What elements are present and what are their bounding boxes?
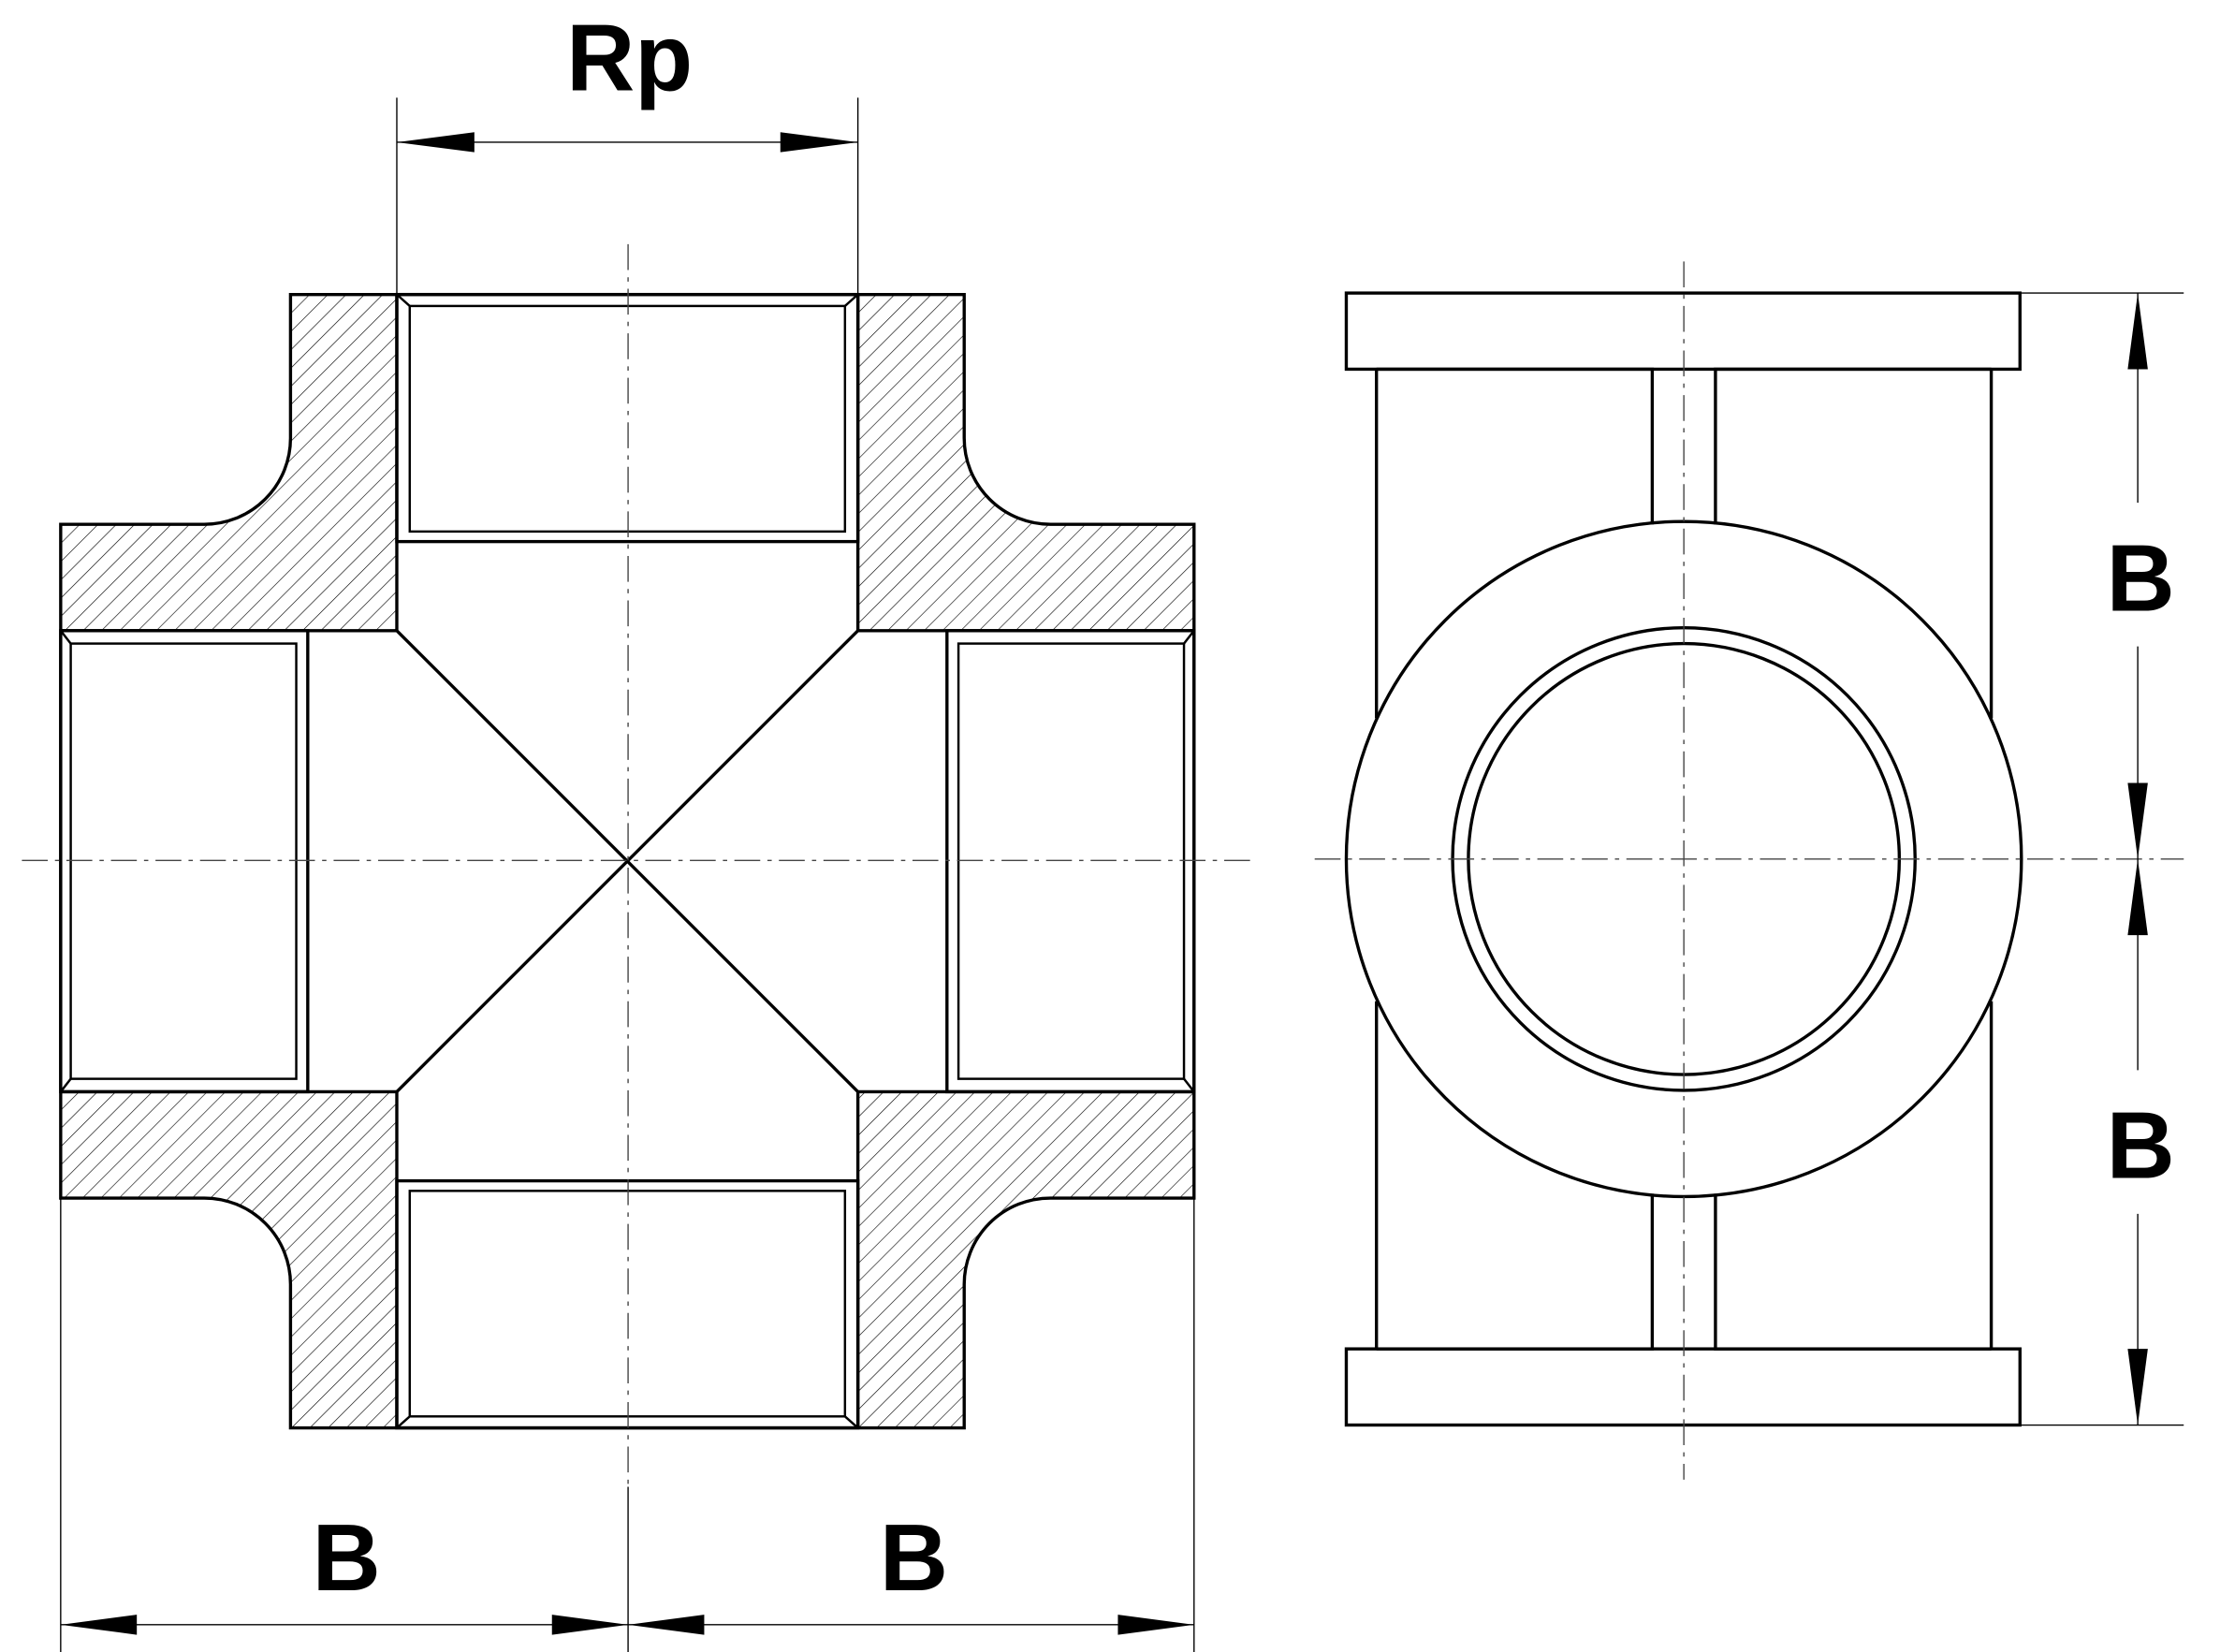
thread-lines: [59, 292, 1196, 1430]
rp-label: Rp: [566, 6, 693, 111]
dimension-b-right: B B: [2020, 292, 2184, 1426]
top-flange: [1344, 291, 2022, 372]
section-view: [22, 243, 1258, 1487]
side-view: [1314, 261, 2184, 1480]
b-label: B: [313, 1505, 381, 1611]
b-label: B: [880, 1505, 948, 1611]
diagonal-line: [395, 629, 859, 1093]
dimension-b-bottom: B B: [60, 1198, 1195, 1652]
bottom-flange: [1344, 1347, 2022, 1427]
dimension-rp: Rp: [396, 6, 859, 295]
b-label: B: [2107, 525, 2175, 631]
b-label: B: [2107, 1093, 2175, 1199]
